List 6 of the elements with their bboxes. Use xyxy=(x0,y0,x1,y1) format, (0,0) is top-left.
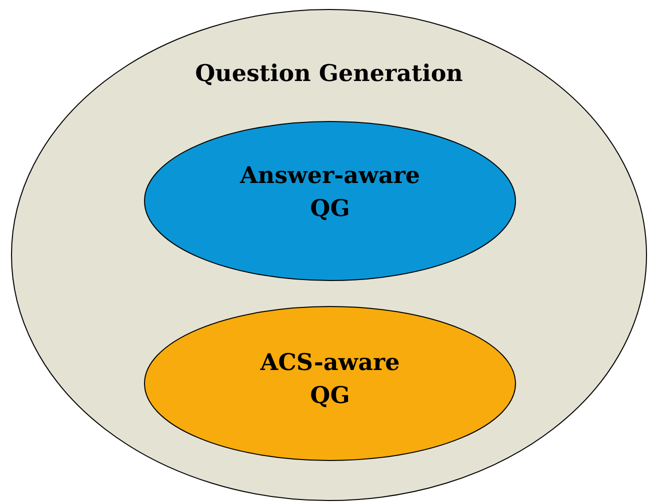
ellipse-region xyxy=(11,9,647,501)
ellipse-region xyxy=(144,306,516,461)
region-label: Question Generation xyxy=(194,59,464,89)
region-label: Answer-aware QG xyxy=(238,161,421,224)
region-label: ACS-aware QG xyxy=(259,348,401,412)
ellipse-region xyxy=(144,121,516,281)
